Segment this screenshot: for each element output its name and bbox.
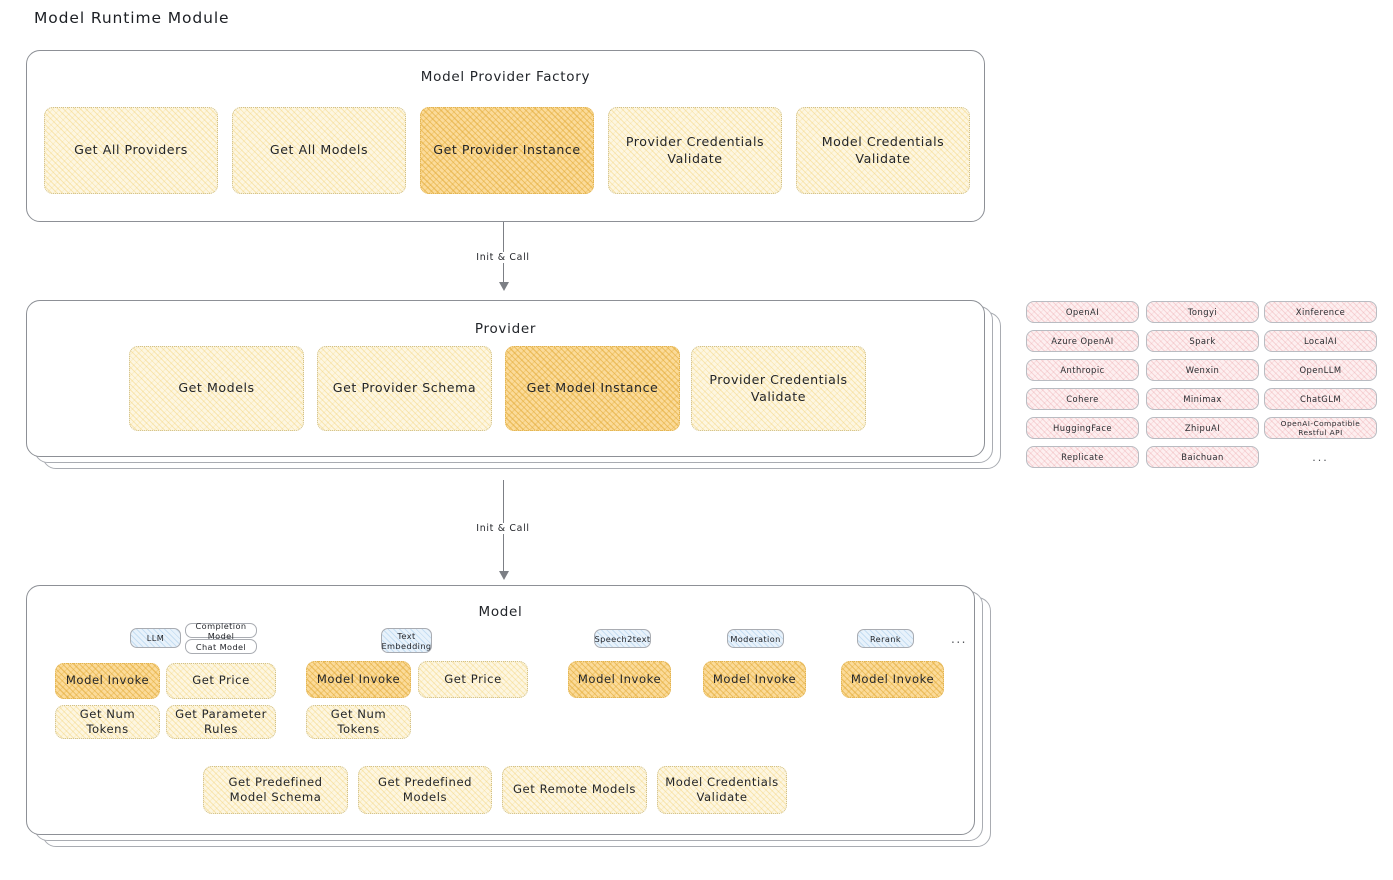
provider-pill-tongyi[interactable]: Tongyi [1146,301,1259,323]
provider-pill-chatglm[interactable]: ChatGLM [1264,388,1377,410]
arrow-provider-to-model-head [498,571,509,580]
node-get-remote-models[interactable]: Get Remote Models [502,766,647,814]
node-provider-credentials-validate-factory[interactable]: Provider Credentials Validate [608,107,782,194]
page-title: Model Runtime Module [34,9,230,27]
node-text-embedding-get-price[interactable]: Get Price [418,661,528,698]
model-types-more: ... [951,632,967,646]
badge-text-embedding[interactable]: Text Embedding [381,628,432,653]
arrow-factory-to-provider-head [498,282,509,291]
model-provider-factory-title: Model Provider Factory [420,69,591,85]
node-text-embedding-model-invoke[interactable]: Model Invoke [306,661,411,698]
provider-list-more: ... [1312,450,1329,464]
badge-completion-model[interactable]: Completion Model [185,621,257,641]
arrow-factory-to-provider-label: Init & Call [472,252,534,263]
node-get-all-providers[interactable]: Get All Providers [44,107,218,194]
provider-pill-openai[interactable]: OpenAI [1026,301,1139,323]
node-get-predefined-model-schema[interactable]: Get Predefined Model Schema [203,766,348,814]
provider-pill-replicate[interactable]: Replicate [1026,446,1139,468]
node-get-all-models[interactable]: Get All Models [232,107,406,194]
node-llm-get-num-tokens[interactable]: Get Num Tokens [55,705,160,739]
badge-chat-model[interactable]: Chat Model [185,639,257,654]
provider-pill-azure-openai[interactable]: Azure OpenAI [1026,330,1139,352]
badge-moderation[interactable]: Moderation [727,629,784,648]
node-llm-get-price[interactable]: Get Price [166,663,276,699]
badge-rerank[interactable]: Rerank [857,629,914,648]
provider-pill-cohere[interactable]: Cohere [1026,388,1139,410]
arrow-provider-to-model-label: Init & Call [472,523,534,534]
model-title: Model [478,604,523,620]
node-speech2text-model-invoke[interactable]: Model Invoke [568,661,671,698]
node-model-credentials-validate[interactable]: Model Credentials Validate [657,766,787,814]
node-llm-model-invoke[interactable]: Model Invoke [55,663,160,699]
node-llm-get-parameter-rules[interactable]: Get Parameter Rules [166,705,276,739]
provider-pill-zhipuai[interactable]: ZhipuAI [1146,417,1259,439]
provider-pill-anthropic[interactable]: Anthropic [1026,359,1139,381]
provider-pill-xinference[interactable]: Xinference [1264,301,1377,323]
node-get-model-instance[interactable]: Get Model Instance [505,346,680,431]
provider-pill-spark[interactable]: Spark [1146,330,1259,352]
provider-pill-huggingface[interactable]: HuggingFace [1026,417,1139,439]
provider-pill-localai[interactable]: LocalAI [1264,330,1377,352]
node-get-predefined-models[interactable]: Get Predefined Models [358,766,492,814]
node-provider-credentials-validate[interactable]: Provider Credentials Validate [691,346,866,431]
provider-pill-openllm[interactable]: OpenLLM [1264,359,1377,381]
node-text-embedding-get-num-tokens[interactable]: Get Num Tokens [306,705,411,739]
node-rerank-model-invoke[interactable]: Model Invoke [841,661,944,698]
provider-title: Provider [474,321,537,337]
node-model-credentials-validate-factory[interactable]: Model Credentials Validate [796,107,970,194]
provider-pill-minimax[interactable]: Minimax [1146,388,1259,410]
badge-llm[interactable]: LLM [130,628,181,648]
provider-pill-openai-compatible-restful-api[interactable]: OpenAI-Compatible Restful API [1264,417,1377,439]
provider-pill-wenxin[interactable]: Wenxin [1146,359,1259,381]
node-get-models[interactable]: Get Models [129,346,304,431]
provider-pill-baichuan[interactable]: Baichuan [1146,446,1259,468]
badge-speech2text[interactable]: Speech2text [594,629,651,648]
node-moderation-model-invoke[interactable]: Model Invoke [703,661,806,698]
node-get-provider-schema[interactable]: Get Provider Schema [317,346,492,431]
node-get-provider-instance[interactable]: Get Provider Instance [420,107,594,194]
